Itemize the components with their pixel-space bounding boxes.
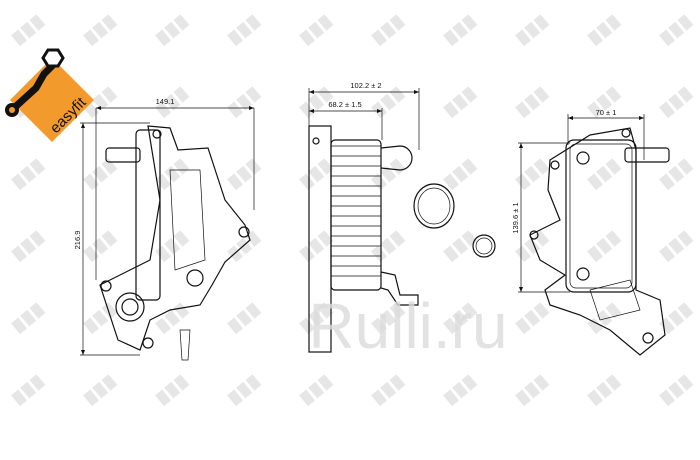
nrf-watermark-tile <box>227 302 262 335</box>
nrf-watermark-tile <box>587 374 622 407</box>
rear-height-dimension: 139.6 ± 1 <box>511 202 520 233</box>
watermark-text: Rulli.ru <box>308 290 507 362</box>
nrf-watermark-tile <box>299 158 334 191</box>
nrf-watermark-tile <box>227 86 262 119</box>
nrf-watermark-tile <box>11 158 46 191</box>
nrf-watermark-tile <box>299 86 334 119</box>
nrf-watermark-tile <box>515 86 550 119</box>
nrf-watermark-tile <box>515 14 550 47</box>
nrf-watermark-tile <box>659 230 694 263</box>
nrf-watermark-tile <box>83 374 118 407</box>
nrf-watermark-tile <box>83 14 118 47</box>
nrf-watermark-tile <box>155 86 190 119</box>
nrf-watermark-tile <box>155 374 190 407</box>
nrf-watermark-tile <box>515 374 550 407</box>
nrf-watermark-tile <box>227 14 262 47</box>
nrf-watermark-tile <box>371 230 406 263</box>
nrf-watermark-tile <box>443 374 478 407</box>
nrf-watermark-tile <box>227 230 262 263</box>
nrf-watermark-tile <box>515 302 550 335</box>
front-width-dimension: 149.1 <box>156 97 175 106</box>
nrf-watermark-tile <box>11 230 46 263</box>
nrf-watermark-tile <box>443 14 478 47</box>
nrf-watermark-tile <box>587 158 622 191</box>
nrf-watermark-tile <box>371 302 406 335</box>
nrf-watermark-tile <box>443 302 478 335</box>
nrf-watermark-tile <box>155 302 190 335</box>
nrf-watermark-tile <box>443 86 478 119</box>
nrf-watermark-tile <box>299 14 334 47</box>
nrf-watermark-tile <box>11 374 46 407</box>
nrf-watermark-tile <box>11 302 46 335</box>
nrf-watermark-tile <box>83 230 118 263</box>
nrf-watermark-tile <box>659 158 694 191</box>
nrf-watermark-tile <box>659 86 694 119</box>
nrf-watermark-tile <box>83 158 118 191</box>
nrf-watermark-tile <box>155 230 190 263</box>
nrf-watermark-tile <box>659 374 694 407</box>
nrf-watermark-tile <box>155 14 190 47</box>
nrf-watermark-tile <box>227 158 262 191</box>
side-inner-dimension: 68.2 ± 1.5 <box>328 100 361 109</box>
front-height-dimension: 216.9 <box>73 231 82 250</box>
nrf-watermark-tile <box>155 158 190 191</box>
nrf-watermark-tile <box>587 302 622 335</box>
nrf-watermark-tile <box>299 302 334 335</box>
easyfit-badge: easyfit <box>5 48 94 142</box>
rear-width-dimension: 70 ± 1 <box>596 108 617 117</box>
nrf-watermark-tile <box>587 14 622 47</box>
nrf-watermark-tile <box>371 374 406 407</box>
side-view: 102.2 ± 2 68.2 ± 1.5 <box>308 81 496 353</box>
nrf-watermark-tile <box>515 230 550 263</box>
nrf-watermark-tile <box>371 158 406 191</box>
nrf-watermark-tile <box>227 374 262 407</box>
nrf-watermark-tile <box>515 158 550 191</box>
nrf-watermark-tile <box>11 14 46 47</box>
nrf-watermark-tile <box>587 86 622 119</box>
nrf-watermark-tile <box>83 302 118 335</box>
wrench-icon <box>5 48 65 117</box>
nrf-watermark-tile <box>443 158 478 191</box>
nrf-watermark-tile <box>299 374 334 407</box>
nrf-watermark-tile <box>299 230 334 263</box>
nrf-watermark-tile <box>587 230 622 263</box>
nrf-watermark-tiles <box>11 14 694 407</box>
nrf-watermark-tile <box>371 86 406 119</box>
nrf-watermark-tile <box>443 230 478 263</box>
rear-view: 70 ± 1 139.6 ± 1 <box>511 108 670 356</box>
nrf-watermark-tile <box>659 14 694 47</box>
front-view: 149.1 216.9 <box>73 97 255 361</box>
side-overall-dimension: 102.2 ± 2 <box>350 81 381 90</box>
nrf-watermark-tile <box>371 14 406 47</box>
